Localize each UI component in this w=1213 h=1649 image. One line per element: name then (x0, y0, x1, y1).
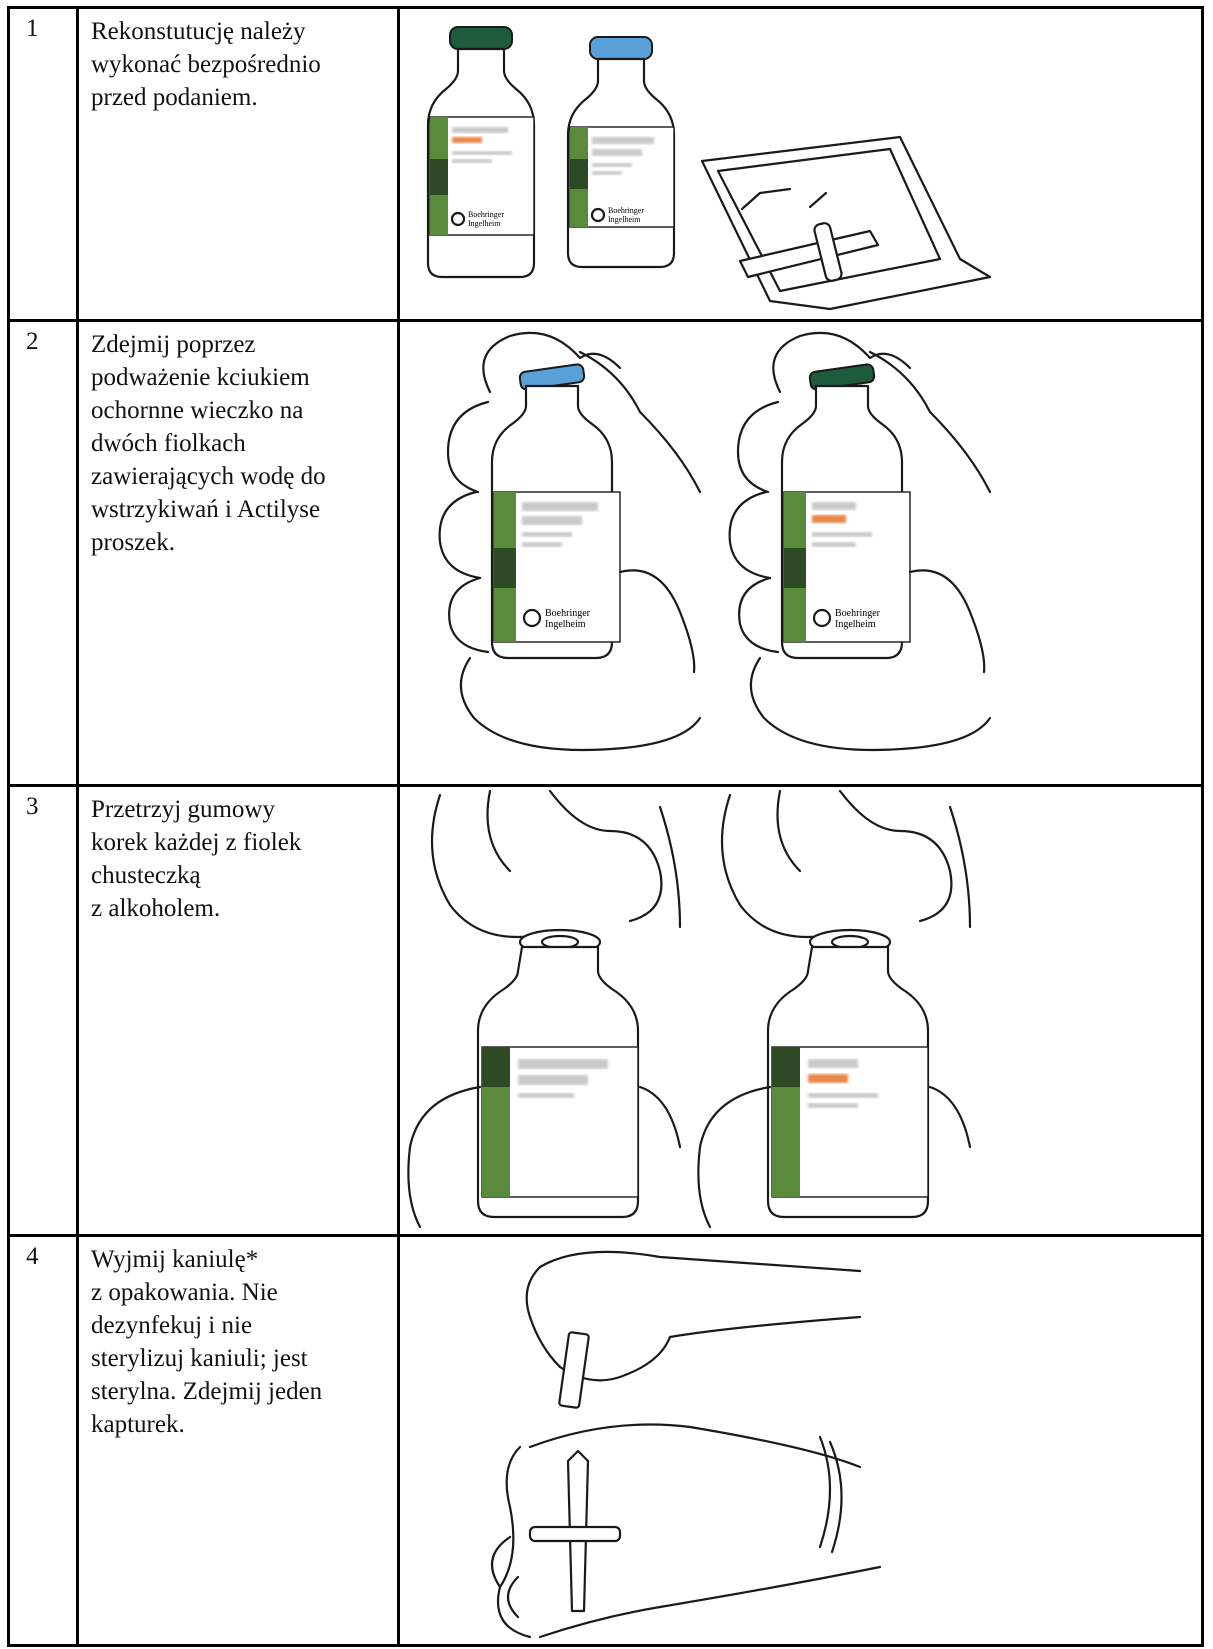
wiping-actilyse-vial-icon (698, 791, 970, 1227)
step-text-line: Przetrzyj gumowy (91, 793, 387, 826)
step-text-line: z alkoholem. (91, 892, 387, 925)
step-text-line: dwóch fiolkach (91, 427, 387, 460)
step-text-line: zawierających wodę do (91, 460, 387, 493)
step-illustration (399, 786, 1203, 1236)
wiping-water-vial-icon (408, 791, 680, 1227)
step-text: Wyjmij kaniulę* z opakowania. Nie dezynf… (78, 1236, 399, 1646)
step-illustration: Boehringer Ingelheim (399, 321, 1203, 786)
hand-opening-water-vial-icon: Boehringer Ingelheim (440, 333, 700, 750)
step-row-2: 2 Zdejmij poprzez podważenie kciukiem oc… (9, 321, 1203, 786)
step-text-line: Zdejmij poprzez (91, 328, 387, 361)
step-number: 2 (9, 321, 78, 786)
step-text-line: z opakowania. Nie (91, 1276, 387, 1309)
step-text: Zdejmij poprzez podważenie kciukiem ocho… (78, 321, 399, 786)
step-text-line: kapturek. (91, 1408, 387, 1441)
step-text-line: podważenie kciukiem (91, 361, 387, 394)
step-row-4: 4 Wyjmij kaniulę* z opakowania. Nie dezy… (9, 1236, 1203, 1646)
step-text-line: wstrzykiwań i Actilyse (91, 493, 387, 526)
brand-label: Boehringer (608, 206, 644, 215)
vials-and-cannula-illustration: Boehringer Ingelheim Boehringer I (400, 9, 1213, 315)
step-row-1: 1 Rekonstutucję należy wykonać bezpośred… (9, 8, 1203, 321)
step-text-line: sterylna. Zdejmij jeden (91, 1375, 387, 1408)
step-text-line: Wyjmij kaniulę* (91, 1243, 387, 1276)
hand-opening-actilyse-vial-icon: Boehringer Ingelheim (730, 333, 990, 750)
step-text-line: dezynfekuj i nie (91, 1309, 387, 1342)
instructions-table: 1 Rekonstutucję należy wykonać bezpośred… (7, 6, 1204, 1647)
step-text-line: proszek. (91, 526, 387, 559)
step-illustration: Boehringer Ingelheim Boehringer I (399, 8, 1203, 321)
step-text-line: Rekonstutucję należy (91, 15, 387, 48)
step-text: Rekonstutucję należy wykonać bezpośredni… (78, 8, 399, 321)
step-text: Przetrzyj gumowy korek każdej z fiolek c… (78, 786, 399, 1236)
brand-label: Boehringer (545, 608, 591, 619)
brand-label: Ingelheim (608, 215, 641, 224)
step-text-line: ochornne wieczko na (91, 394, 387, 427)
brand-label: Ingelheim (545, 619, 586, 630)
step-illustration (399, 1236, 1203, 1646)
step-text-line: korek każdej z fiolek (91, 826, 387, 859)
actilyse-vial-icon: Boehringer Ingelheim (428, 27, 534, 277)
water-vial-icon: Boehringer Ingelheim (568, 37, 674, 267)
brand-label: Boehringer (835, 608, 881, 619)
step-row-3: 3 Przetrzyj gumowy korek każdej z fiolek… (9, 786, 1203, 1236)
step-number: 4 (9, 1236, 78, 1646)
brand-label: Ingelheim (835, 619, 876, 630)
brand-label: Ingelheim (468, 219, 501, 228)
step-text-line: sterylizuj kaniuli; jest (91, 1342, 387, 1375)
step-text-line: wykonać bezpośrednio (91, 48, 387, 81)
cannula-package-icon (702, 137, 990, 309)
removing-cannula-cap-illustration (400, 1237, 1213, 1640)
hands-with-cannula-icon (492, 1252, 880, 1637)
step-number: 1 (9, 8, 78, 321)
step-text-line: przed podaniem. (91, 81, 387, 114)
wiping-stoppers-illustration (400, 787, 1213, 1230)
brand-label: Boehringer (468, 210, 504, 219)
removing-caps-illustration: Boehringer Ingelheim (400, 322, 1213, 780)
step-number: 3 (9, 786, 78, 1236)
step-text-line: chusteczką (91, 859, 387, 892)
